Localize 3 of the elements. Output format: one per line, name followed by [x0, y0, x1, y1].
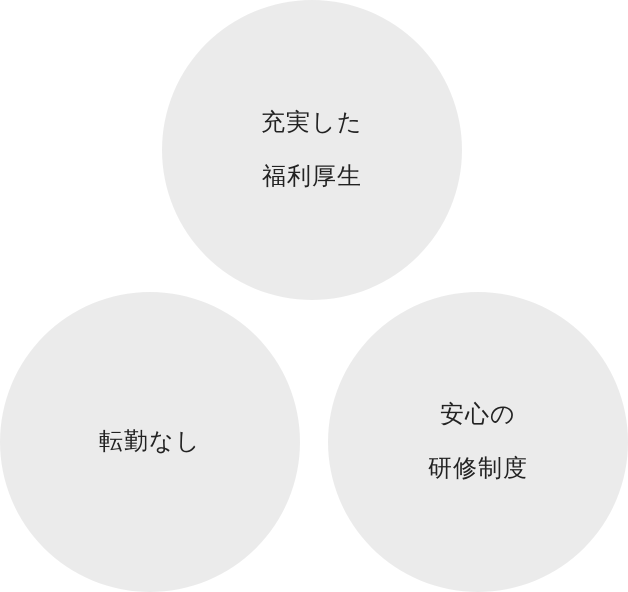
node-label: 安心の研修制度: [428, 400, 528, 484]
node-label: 充実した福利厚生: [261, 108, 363, 192]
node-label: 転勤なし: [99, 428, 201, 457]
